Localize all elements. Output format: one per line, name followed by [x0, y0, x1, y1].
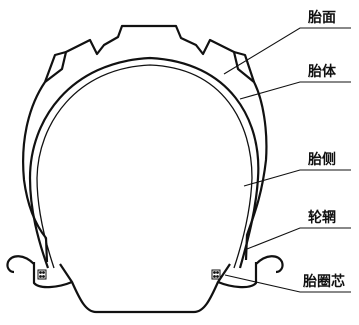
leader-line-rim	[246, 227, 351, 250]
label-rim: 轮辋	[308, 209, 336, 226]
leader-line-tread	[223, 27, 351, 75]
leader-line-sidewall	[243, 169, 351, 187]
label-bead-core: 胎圈芯	[303, 273, 345, 290]
bead-right	[216, 262, 258, 289]
rim-flange-left	[6, 255, 35, 274]
tire-base	[70, 281, 220, 314]
label-carcass: 胎体	[308, 63, 337, 80]
tire-tread-outline	[44, 24, 268, 261]
bead-left	[32, 262, 74, 289]
leader-line-carcass	[239, 81, 351, 100]
label-tread: 胎面	[308, 9, 336, 26]
tread-groove-left	[43, 50, 67, 83]
tire-inner-liner	[36, 64, 253, 269]
tread-groove-right	[233, 50, 256, 83]
tire-outer-left	[22, 81, 49, 263]
label-sidewall: 胎侧	[308, 151, 336, 168]
bead-core-left	[37, 269, 47, 280]
bead-core-right	[211, 269, 221, 280]
rim-flange-right	[255, 255, 284, 274]
leader-line-bead-core	[224, 274, 351, 293]
tire-carcass	[28, 56, 260, 269]
